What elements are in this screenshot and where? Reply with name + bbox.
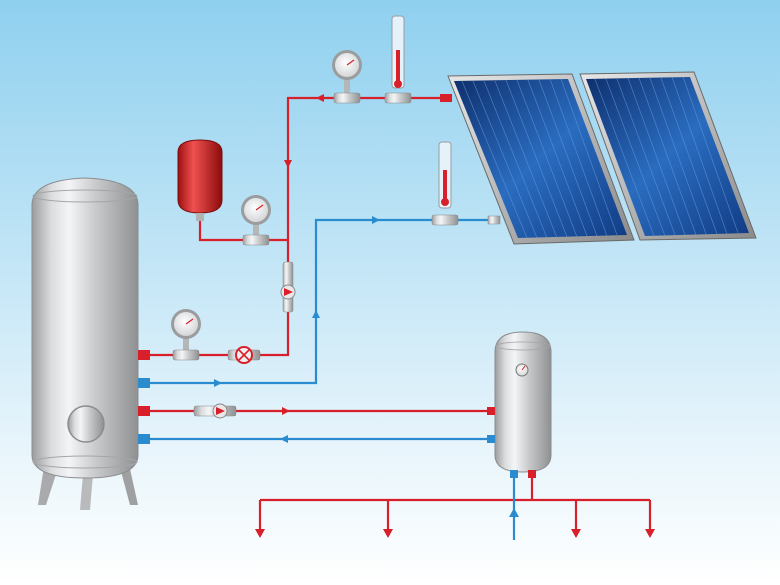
arrow-out-1 <box>255 529 265 538</box>
shutoff-valve <box>227 346 261 364</box>
arrow-cold-tank <box>214 379 222 387</box>
arrow-out-3 <box>571 529 581 538</box>
panel-cold-inlet <box>487 215 501 225</box>
pressure-gauge-middle <box>241 195 271 246</box>
arrow-hot-down <box>284 160 292 168</box>
secondary-pump <box>193 403 237 419</box>
arrow-cold-up <box>312 310 320 318</box>
arrow-out-4 <box>645 529 655 538</box>
pressure-gauge-tank <box>171 309 201 361</box>
tank-inspection-port <box>67 405 105 443</box>
arrow-hot-boiler <box>282 407 290 415</box>
arrow-hot-top <box>316 94 324 102</box>
expansion-vessel <box>177 139 223 221</box>
cold-pipes <box>150 218 516 540</box>
solar-panel-right <box>579 71 757 241</box>
circulation-pump <box>280 261 296 313</box>
arrow-out-2 <box>383 529 393 538</box>
arrow-cold-return <box>280 435 288 443</box>
storage-tank <box>31 177 150 510</box>
arrow-cold-right <box>372 216 380 224</box>
thermometer-hot <box>384 15 412 104</box>
pressure-gauge-top <box>332 50 362 104</box>
solar-panel-left <box>447 73 635 245</box>
thermometer-cold <box>431 141 459 226</box>
panel-hot-outlet <box>440 94 452 102</box>
small-boiler <box>487 331 552 478</box>
arrow-cold-inlet <box>509 508 519 517</box>
flow-arrows <box>214 94 655 538</box>
